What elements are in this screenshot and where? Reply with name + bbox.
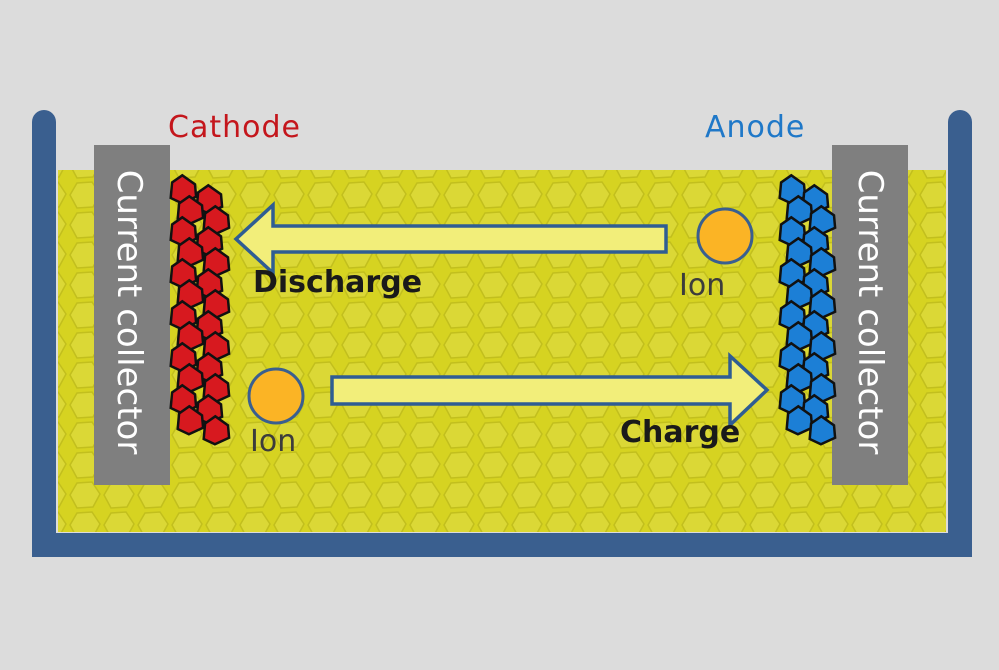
ion-right	[696, 207, 754, 265]
ion-left	[247, 367, 305, 425]
ion-right-label: Ion	[679, 268, 726, 303]
ion-left-label: Ion	[250, 424, 297, 459]
anode-label: Anode	[705, 110, 806, 145]
discharge-arrow	[233, 201, 668, 277]
charge-arrow	[330, 352, 770, 430]
cathode-crystal	[202, 414, 231, 446]
current-collector-left	[94, 145, 170, 485]
anode-crystal	[808, 414, 837, 446]
current-collector-right-label: Current collector	[850, 169, 890, 455]
cathode-crystal	[176, 404, 205, 436]
anode-crystal	[785, 404, 814, 436]
anode-crystals	[778, 173, 837, 446]
charge-label: Charge	[620, 415, 741, 450]
discharge-label: Discharge	[253, 265, 423, 300]
battery-container	[32, 110, 972, 557]
cathode-label: Cathode	[168, 110, 301, 145]
current-collector-left-label: Current collector	[109, 169, 149, 455]
cathode-crystals	[169, 173, 231, 446]
current-collector-right	[832, 145, 908, 485]
